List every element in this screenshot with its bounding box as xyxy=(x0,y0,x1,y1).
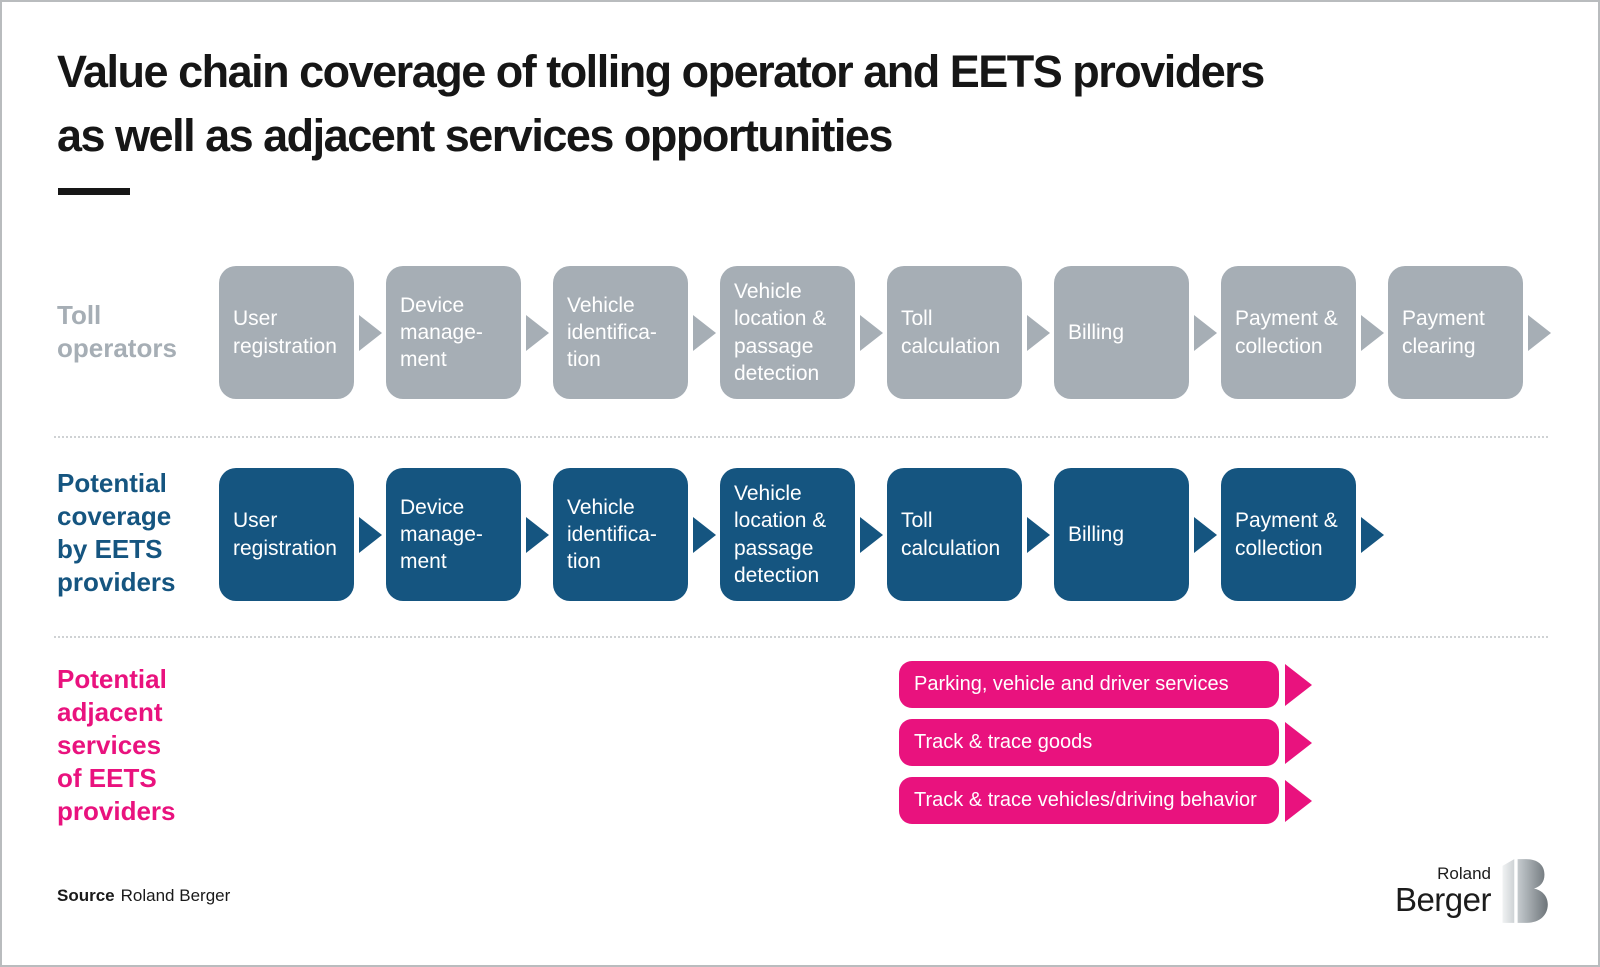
logo-text-berger: Berger xyxy=(1394,880,1492,918)
arrow-zone xyxy=(521,314,553,351)
service-bar-row: Track & trace vehicles/driving behavior xyxy=(899,777,1312,824)
chain-cell: User registration xyxy=(219,266,386,399)
arrow-right-icon xyxy=(1285,663,1312,706)
arrow-zone xyxy=(855,516,887,553)
arrow-zone xyxy=(354,314,386,351)
chain-box-device-management: Device manage- ment xyxy=(386,266,521,399)
chain-box-toll-calculation: Toll calculation xyxy=(887,266,1022,399)
service-bar-track-vehicles: Track & trace vehicles/driving behavior xyxy=(899,777,1279,824)
adjacent-services-label: Potential adjacent services of EETS prov… xyxy=(57,664,176,827)
arrow-zone xyxy=(1189,516,1221,553)
chain-cell: Vehicle location & passage detection xyxy=(720,468,887,601)
arrow-right-icon xyxy=(1285,779,1312,822)
page-title: Value chain coverage of tolling operator… xyxy=(57,46,1265,161)
toll-operators-chain: User registration Device manage- ment Ve… xyxy=(219,266,1555,399)
chain-cell: Billing xyxy=(1054,266,1221,399)
arrow-right-icon xyxy=(859,314,883,351)
chain-cell: Vehicle location & passage detection xyxy=(720,266,887,399)
arrow-right-icon xyxy=(1527,314,1551,351)
chain-cell: User registration xyxy=(219,468,386,601)
logo-text: Roland Berger xyxy=(1394,863,1492,918)
chain-cell: Vehicle identifica- tion xyxy=(553,266,720,399)
service-bar-track-goods: Track & trace goods xyxy=(899,719,1279,766)
chain-cell: Toll calculation xyxy=(887,266,1054,399)
roland-berger-b-icon xyxy=(1502,859,1548,923)
chain-box-device-management: Device manage- ment xyxy=(386,468,521,601)
arrow-zone xyxy=(1022,314,1054,351)
service-bar-row: Track & trace goods xyxy=(899,719,1312,766)
arrow-zone xyxy=(1523,314,1555,351)
arrow-right-icon xyxy=(692,314,716,351)
arrow-zone xyxy=(1356,516,1388,553)
arrow-right-icon xyxy=(1193,516,1217,553)
chain-cell: Vehicle identifica- tion xyxy=(553,468,720,601)
arrow-right-icon xyxy=(859,516,883,553)
arrow-zone xyxy=(521,516,553,553)
chain-cell: Payment & collection xyxy=(1221,468,1388,601)
logo-text-roland: Roland xyxy=(1437,863,1491,883)
chain-box-payment-collection: Payment & collection xyxy=(1221,266,1356,399)
source-label: Source xyxy=(57,886,115,905)
arrow-zone xyxy=(1189,314,1221,351)
chain-box-user-registration: User registration xyxy=(219,468,354,601)
arrow-right-icon xyxy=(1360,516,1384,553)
arrow-zone xyxy=(855,314,887,351)
arrow-zone xyxy=(688,516,720,553)
service-bar-parking: Parking, vehicle and driver services xyxy=(899,661,1279,708)
arrow-right-icon xyxy=(1026,516,1050,553)
dotted-divider xyxy=(54,636,1548,638)
arrow-zone xyxy=(688,314,720,351)
chain-cell: Payment & collection xyxy=(1221,266,1388,399)
chain-cell: Toll calculation xyxy=(887,468,1054,601)
chain-box-payment-clearing: Payment clearing xyxy=(1388,266,1523,399)
chain-cell: Device manage- ment xyxy=(386,468,553,601)
chain-cell: Billing xyxy=(1054,468,1221,601)
arrow-right-icon xyxy=(525,516,549,553)
arrow-right-icon xyxy=(692,516,716,553)
eets-coverage-chain: User registration Device manage- ment Ve… xyxy=(219,468,1388,601)
arrow-right-icon xyxy=(1026,314,1050,351)
chain-box-toll-calculation: Toll calculation xyxy=(887,468,1022,601)
chain-box-payment-collection: Payment & collection xyxy=(1221,468,1356,601)
arrow-right-icon xyxy=(358,314,382,351)
chain-box-vehicle-location: Vehicle location & passage detection xyxy=(720,266,855,399)
arrow-right-icon xyxy=(525,314,549,351)
chain-box-user-registration: User registration xyxy=(219,266,354,399)
source-line: Source Roland Berger xyxy=(57,886,230,906)
chain-box-vehicle-location: Vehicle location & passage detection xyxy=(720,468,855,601)
chain-cell: Payment clearing xyxy=(1388,266,1555,399)
chain-box-billing: Billing xyxy=(1054,468,1189,601)
chain-box-vehicle-identification: Vehicle identifica- tion xyxy=(553,266,688,399)
eets-coverage-label: Potential coverage by EETS providers xyxy=(57,468,176,598)
title-underline xyxy=(58,188,130,195)
source-text: Roland Berger xyxy=(120,886,231,905)
adjacent-services-bars: Parking, vehicle and driver services Tra… xyxy=(899,661,1312,824)
toll-operators-label: Toll operators xyxy=(57,300,177,364)
arrow-right-icon xyxy=(1193,314,1217,351)
arrow-right-icon xyxy=(358,516,382,553)
arrow-zone xyxy=(1356,314,1388,351)
chain-box-billing: Billing xyxy=(1054,266,1189,399)
arrow-zone xyxy=(354,516,386,553)
service-bar-row: Parking, vehicle and driver services xyxy=(899,661,1312,708)
dotted-divider xyxy=(54,436,1548,438)
arrow-right-icon xyxy=(1285,721,1312,764)
arrow-right-icon xyxy=(1360,314,1384,351)
chain-box-vehicle-identification: Vehicle identifica- tion xyxy=(553,468,688,601)
chain-cell: Device manage- ment xyxy=(386,266,553,399)
arrow-zone xyxy=(1022,516,1054,553)
roland-berger-logo: Roland Berger xyxy=(1332,854,1552,928)
